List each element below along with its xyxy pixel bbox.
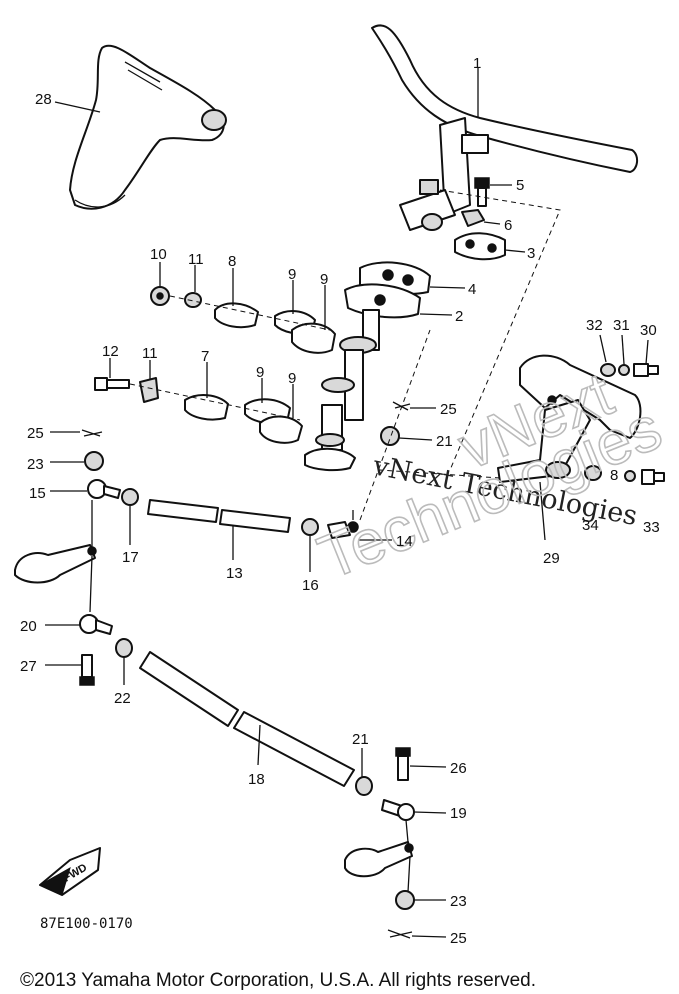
part-30-bolt[interactable] (633, 363, 659, 377)
part-29-bracket[interactable] (497, 354, 642, 483)
part-34-collar[interactable] (584, 465, 602, 481)
callout-13: 13 (226, 565, 243, 582)
callout-28: 28 (35, 91, 52, 108)
callout-1: 1 (473, 55, 481, 72)
part-10-nut[interactable] (150, 286, 170, 306)
callout-23-right: 23 (450, 893, 467, 910)
callout-30: 30 (640, 322, 657, 339)
callout-23-left: 23 (27, 456, 44, 473)
fwd-arrow-icon: FWD (38, 847, 101, 896)
callout-2: 2 (455, 308, 463, 325)
callout-17: 17 (122, 549, 139, 566)
callout-18: 18 (248, 771, 265, 788)
callout-12: 12 (102, 343, 119, 360)
callout-11-upper: 11 (188, 251, 204, 268)
callout-8-upper: 8 (228, 253, 236, 270)
part-20-rod-end-lower[interactable] (79, 614, 113, 635)
callout-25-left: 25 (27, 425, 44, 442)
part-8-washer-right[interactable] (624, 470, 636, 482)
callout-9-b: 9 (320, 271, 328, 288)
part-28-handlebar-pad[interactable] (69, 44, 227, 210)
callout-11-lower: 11 (142, 345, 158, 362)
part-23-nut-left[interactable] (84, 451, 104, 471)
callout-9-a: 9 (288, 266, 296, 283)
part-21-nut-upper[interactable] (380, 426, 400, 446)
callout-8-right: 8 (610, 467, 618, 484)
part-14-rod-end[interactable] (327, 510, 359, 539)
part-3-handlebar-holder-upper[interactable] (454, 232, 506, 261)
diagram-code: 87E100-0170 (40, 916, 133, 932)
part-8-collar-upper[interactable] (214, 302, 259, 329)
copyright-text: ©2013 Yamaha Motor Corporation, U.S.A. A… (20, 970, 536, 991)
steering-arm-right[interactable] (344, 819, 414, 893)
callout-3: 3 (527, 245, 535, 262)
part-17-locknut[interactable] (121, 488, 139, 506)
part-33-bolt[interactable] (641, 469, 665, 485)
callout-34: 34 (582, 517, 599, 534)
callout-20: 20 (20, 618, 37, 635)
callout-10: 10 (150, 246, 167, 263)
callout-27: 27 (20, 658, 37, 675)
part-11-washer-lower[interactable] (139, 377, 159, 403)
part-32-collar[interactable] (600, 363, 616, 377)
assembly-lines (129, 189, 561, 521)
callout-26: 26 (450, 760, 467, 777)
part-1-handlebar[interactable] (371, 24, 638, 231)
callout-33: 33 (643, 519, 660, 536)
callout-4: 4 (468, 281, 476, 298)
part-12-bolt[interactable] (94, 377, 130, 391)
callout-14: 14 (396, 533, 413, 550)
part-9-bushing-2[interactable] (291, 322, 336, 354)
part-7-collar-lower[interactable] (184, 394, 229, 421)
part-27-bolt[interactable] (79, 654, 95, 686)
part-25-cotter-pin-lower[interactable] (387, 929, 413, 939)
callout-25-upper: 25 (440, 401, 457, 418)
part-11-washer-upper[interactable] (184, 292, 202, 308)
part-15-rod-end-upper[interactable] (87, 479, 121, 499)
part-19-rod-end[interactable] (381, 799, 415, 821)
callout-31: 31 (613, 317, 630, 334)
part-5-bolt[interactable] (474, 177, 490, 207)
steering-arm-left[interactable] (14, 500, 97, 613)
part-25-cotter-pin-left[interactable] (81, 429, 103, 437)
part-6-nut[interactable] (461, 209, 485, 227)
callout-6: 6 (504, 217, 512, 234)
part-22-locknut[interactable] (115, 638, 133, 658)
callout-25-lower: 25 (450, 930, 467, 947)
callout-32: 32 (586, 317, 603, 334)
part-9-bushing-4[interactable] (259, 415, 303, 444)
part-21-nut-lower[interactable] (355, 776, 373, 796)
callout-19: 19 (450, 805, 467, 822)
callout-29: 29 (543, 550, 560, 567)
callout-9-d: 9 (288, 370, 296, 387)
callout-15: 15 (29, 485, 46, 502)
part-23-nut-right[interactable] (395, 890, 415, 910)
callout-21-lower: 21 (352, 731, 369, 748)
callout-5: 5 (516, 177, 524, 194)
part-18-tie-rod[interactable] (139, 651, 355, 787)
part-31-washer[interactable] (618, 364, 630, 376)
steering-column[interactable] (304, 309, 380, 472)
callout-16: 16 (302, 577, 319, 594)
part-26-bolt[interactable] (395, 747, 411, 781)
callout-21-upper: 21 (436, 433, 453, 450)
part-13-steering-rod[interactable] (147, 499, 291, 533)
callout-7: 7 (201, 348, 209, 365)
leader-lines (45, 67, 649, 938)
part-16-locknut[interactable] (301, 518, 319, 536)
callout-9-c: 9 (256, 364, 264, 381)
callouts: 1 2 3 4 5 6 7 8 8 9 9 9 9 10 11 11 12 13… (20, 55, 660, 947)
callout-22: 22 (114, 690, 131, 707)
